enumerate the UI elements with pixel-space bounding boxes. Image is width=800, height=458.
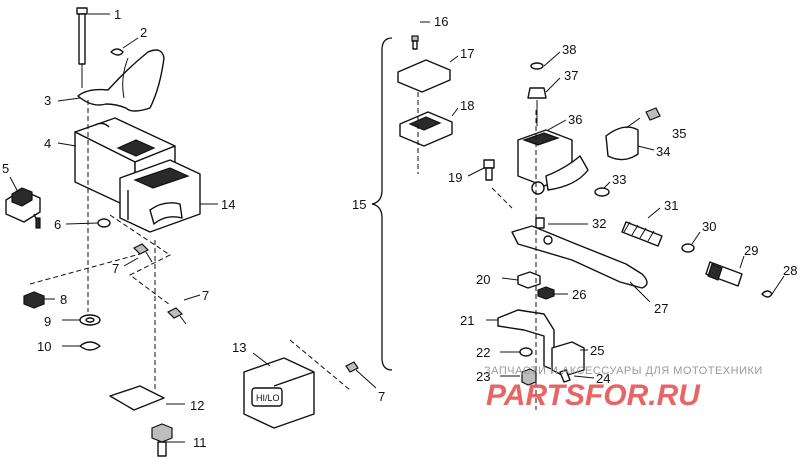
part-8-nut [23,291,45,309]
part-17-cover [397,59,451,93]
part-3-throttle-lever [77,49,165,112]
part-32-bushing [535,217,545,229]
part-36-master-cylinder [517,129,589,195]
callout-25: 25 [590,343,604,358]
callout-22: 22 [476,345,490,360]
callout-30: 30 [702,219,716,234]
part-18-diaphragm [399,111,453,147]
part-7-screw-a [132,243,153,263]
watermark-tagline: ЗАПЧАСТИ И АКСЕССУАРЫ ДЛЯ МОТОТЕХНИКИ [484,365,763,377]
part-31-spring [621,221,663,247]
callout-37: 37 [564,68,578,83]
callout-36: 36 [568,112,582,127]
callout-20: 20 [476,272,490,287]
callout-23: 23 [476,369,490,384]
callout-15: 15 [352,197,366,212]
part-20-spacer [517,271,541,289]
callout-1: 1 [114,7,121,22]
callout-3: 3 [44,93,51,108]
switch-label: HI/LO [256,393,280,403]
callout-13: 13 [232,340,246,355]
part-37-boot [527,87,547,99]
callout-34: 34 [656,144,670,159]
part-22-spacer [519,347,533,357]
part-5-button [5,187,41,229]
callout-26: 26 [572,287,586,302]
callout-29: 29 [744,243,758,258]
part-30-washer [681,243,695,253]
part-7-screw-b [166,307,187,325]
part-10-lockwasher [79,341,101,351]
part-24-plunger [559,369,571,383]
callout-7c: 7 [378,389,385,404]
part-28-circlip [761,290,773,298]
watermark: ЗАПЧАСТИ И АКСЕССУАРЫ ДЛЯ МОТОТЕХНИКИ PA… [484,365,763,412]
right-assembly [397,35,773,410]
watermark-logo: PARTSFOR.RU [486,379,701,412]
callout-7a: 7 [112,261,119,276]
callout-12: 12 [190,398,204,413]
leader-lines [9,13,785,443]
callout-5: 5 [2,161,9,176]
callout-7b: 7 [202,288,209,303]
part-7-screw-c [345,361,359,373]
part-34-clamp [605,126,639,161]
callout-8: 8 [60,292,67,307]
part-14-switch-cover [119,159,201,233]
group-brace [371,37,393,371]
callout-24: 24 [596,371,610,386]
part-29-piston [705,261,743,287]
part-19-bolt [483,159,495,181]
callout-28: 28 [783,263,797,278]
part-6-washer [97,218,111,228]
part-21-bracket [497,309,555,371]
part-1-bolt [76,7,88,88]
callout-16: 16 [434,14,448,29]
callout-labels: 1 2 3 4 5 6 7 7 8 9 10 12 11 13 14 7 15 … [2,7,797,450]
callout-2: 2 [140,25,147,40]
callout-17: 17 [460,46,474,61]
callout-31: 31 [664,198,678,213]
part-38-washer [530,62,544,70]
callout-4: 4 [44,136,51,151]
part-11-bolt [151,423,173,457]
callout-14: 14 [221,197,235,212]
part-35-screw [645,107,661,121]
callout-35: 35 [672,126,686,141]
callout-11: 11 [193,435,207,450]
part-16-screw [411,35,419,50]
callout-32: 32 [592,216,606,231]
callout-9: 9 [44,314,51,329]
part-26-nut [537,286,555,300]
left-assembly: HI/LO [5,7,359,457]
part-12-plate [109,385,165,411]
part-33-washer [594,187,610,197]
callout-21: 21 [460,313,474,328]
part-13-hilo-switch: HI/LO [243,357,315,429]
part-2-clip [110,48,124,56]
callout-19: 19 [448,170,462,185]
callout-38: 38 [562,42,576,57]
callout-18: 18 [460,98,474,113]
callout-33: 33 [612,172,626,187]
callout-10: 10 [37,339,51,354]
callout-6: 6 [54,217,61,232]
part-25-brake-switch [551,341,585,377]
callout-27: 27 [654,301,668,316]
